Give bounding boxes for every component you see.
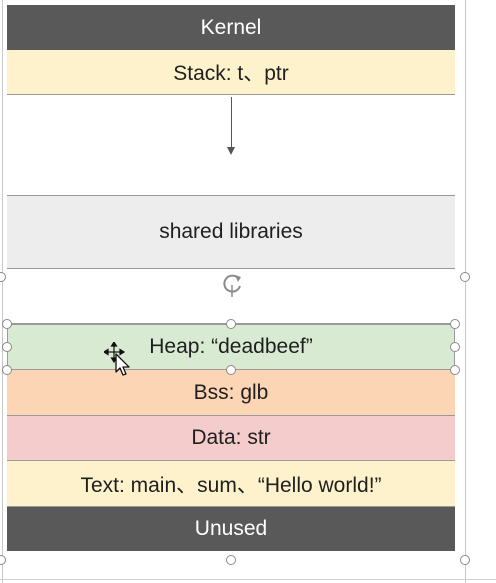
heap-handle-top-left[interactable] [2, 319, 12, 329]
selection-handle-bottom-center[interactable] [226, 555, 236, 565]
segment-kernel[interactable]: Kernel [7, 5, 455, 50]
heap-handle-bottom-center[interactable] [226, 365, 236, 375]
segment-shared-libraries[interactable]: shared libraries [7, 196, 455, 269]
segment-bss[interactable]: Bss: glb [7, 370, 455, 416]
selection-handle-bottom-left[interactable] [0, 555, 6, 565]
segment-text[interactable]: Text: main、sum、“Hello world!” [7, 461, 455, 507]
segment-heap[interactable]: Heap: “deadbeef” [7, 324, 455, 370]
segment-data-label: Data: str [191, 426, 271, 449]
segment-shared-libraries-label: shared libraries [159, 220, 303, 243]
segment-stack[interactable]: Stack: t、ptr [7, 50, 455, 95]
segment-kernel-label: Kernel [200, 15, 262, 39]
heap-handle-bottom-right[interactable] [450, 365, 460, 375]
heap-handle-top-right[interactable] [450, 319, 460, 329]
segment-text-label: Text: main、sum、“Hello world!” [80, 473, 382, 497]
heap-handle-top-center[interactable] [226, 319, 236, 329]
selection-handle-left-middle[interactable] [0, 272, 6, 282]
arrow-head [227, 147, 235, 155]
selection-handle-bottom-right[interactable] [460, 555, 470, 565]
rotate-icon[interactable] [219, 271, 245, 297]
heap-handle-right-middle[interactable] [450, 342, 460, 352]
segment-unused[interactable]: Unused [7, 507, 455, 551]
selection-handle-right-middle[interactable] [460, 272, 470, 282]
frame-line-bottom [0, 579, 496, 580]
segment-data[interactable]: Data: str [7, 416, 455, 461]
frame-line-right [465, 0, 466, 583]
segment-gap-lower[interactable] [7, 269, 455, 324]
heap-handle-bottom-left[interactable] [2, 365, 12, 375]
segment-stack-label: Stack: t、ptr [173, 62, 289, 85]
move-cursor-icon [104, 342, 130, 376]
segment-heap-label: Heap: “deadbeef” [149, 334, 313, 358]
frame-line-left [2, 0, 3, 583]
segment-bss-label: Bss: glb [193, 380, 269, 404]
segment-unused-label: Unused [194, 517, 268, 540]
arrow-shaft [231, 97, 232, 149]
heap-handle-left-middle[interactable] [2, 342, 12, 352]
